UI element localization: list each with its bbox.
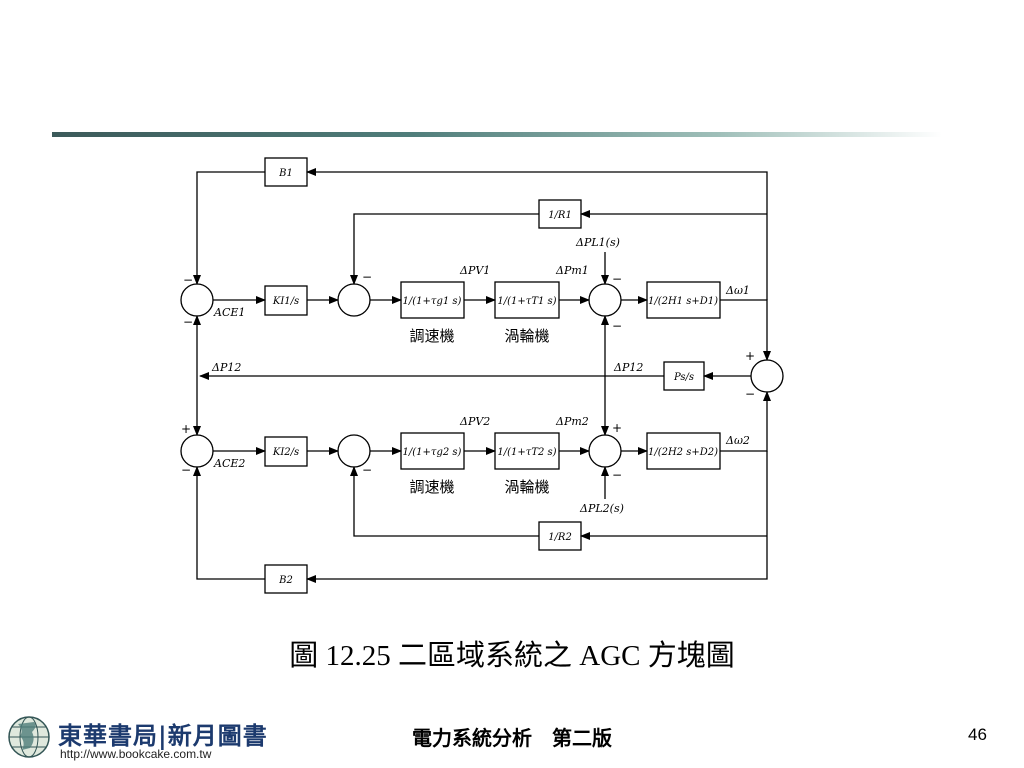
sum-power1 [588, 283, 622, 317]
publisher-name: 東華書局|新月圖書 [58, 721, 268, 750]
svg-text:−: − [362, 270, 372, 284]
sum-gov-ref1 [337, 283, 371, 317]
block-tur2-text: 1/(1+τT2 s) [497, 447, 556, 458]
label-dpm2: ΔPm2 [555, 415, 589, 428]
block-gov2 [400, 432, 465, 470]
label-governor-1: 調速機 [409, 327, 454, 345]
label-turbine-1: 渦輪機 [504, 327, 549, 345]
figure-caption: 圖 12.25 二區域系統之 AGC 方塊圖 [289, 640, 735, 672]
block-mach1-text: 1/(2H1 s+D1) [648, 296, 718, 307]
label-dpm1: ΔPm1 [555, 264, 589, 277]
block-ki1-text: KI1/s [272, 296, 299, 307]
svg-text:+: + [181, 422, 191, 436]
book-title: 電力系統分析 第二版 [412, 726, 612, 750]
label-turbine-2: 渦輪機 [504, 478, 549, 496]
block-gov1-text: 1/(1+τg1 s) [403, 296, 462, 307]
block-ps [663, 361, 705, 391]
svg-text:−: − [612, 319, 622, 333]
block-mach1 [646, 281, 721, 319]
publisher-url: http://www.bookcake.com.tw [60, 747, 212, 761]
svg-text:−: − [181, 463, 191, 477]
title-divider-rule [52, 132, 942, 137]
page-number: 46 [968, 725, 987, 744]
block-ki2-text: KI2/s [272, 447, 299, 458]
agc-block-diagram: − − − − − + − + − − + − B1 1/R1 KI1/s 1/… [180, 157, 784, 594]
label-dw1: Δω1 [725, 284, 750, 297]
block-b1-text: B1 [278, 168, 293, 179]
svg-text:−: − [362, 463, 372, 477]
block-b2 [264, 564, 308, 594]
block-mach2 [646, 432, 721, 470]
svg-text:−: − [612, 468, 622, 482]
block-b2-text: B2 [278, 575, 293, 586]
label-governor-2: 調速機 [409, 478, 454, 496]
line-w1-b1 [306, 168, 768, 300]
line-w2-b2 [306, 451, 768, 583]
label-dpl1: ΔPL1(s) [575, 236, 620, 249]
block-mach2-text: 1/(2H2 s+D2) [648, 447, 718, 458]
label-dw2: Δω2 [725, 434, 750, 447]
block-r2-text: 1/R2 [548, 532, 572, 543]
block-r1-text: 1/R1 [548, 210, 572, 221]
label-dp12-right: ΔP12 [613, 361, 643, 374]
label-ace1: ACE1 [213, 306, 245, 319]
label-dpv2: ΔPV2 [459, 415, 490, 428]
line-r2-sum [350, 466, 539, 537]
label-dp12-left: ΔP12 [211, 361, 241, 374]
svg-text:−: − [612, 272, 622, 286]
globe-icon [8, 716, 50, 758]
svg-text:+: + [612, 421, 622, 435]
publisher-logo: 東華書局|新月圖書 http://www.bookcake.com.tw [6, 714, 286, 764]
label-dpl2: ΔPL2(s) [579, 502, 624, 515]
line-b1-ace1 [193, 171, 265, 285]
line-mach1-out [720, 299, 771, 361]
sum-tie [750, 359, 784, 393]
block-tur1-text: 1/(1+τT1 s) [497, 296, 556, 307]
sum-power2 [588, 434, 622, 468]
svg-text:+: + [745, 349, 755, 363]
svg-text:−: − [183, 273, 193, 287]
block-tur1 [494, 281, 560, 319]
sum-ace1 [180, 283, 214, 317]
label-ace2: ACE2 [213, 457, 245, 470]
svg-text:−: − [745, 387, 755, 401]
label-dpv1: ΔPV1 [459, 264, 490, 277]
block-gov2-text: 1/(1+τg2 s) [403, 447, 462, 458]
block-ki2 [264, 436, 308, 467]
line-r1-sum [350, 213, 539, 285]
block-tur2 [494, 432, 560, 470]
svg-text:−: − [183, 315, 193, 329]
block-ps-text: Ps/s [673, 372, 694, 383]
line-b2-ace2 [193, 466, 265, 580]
